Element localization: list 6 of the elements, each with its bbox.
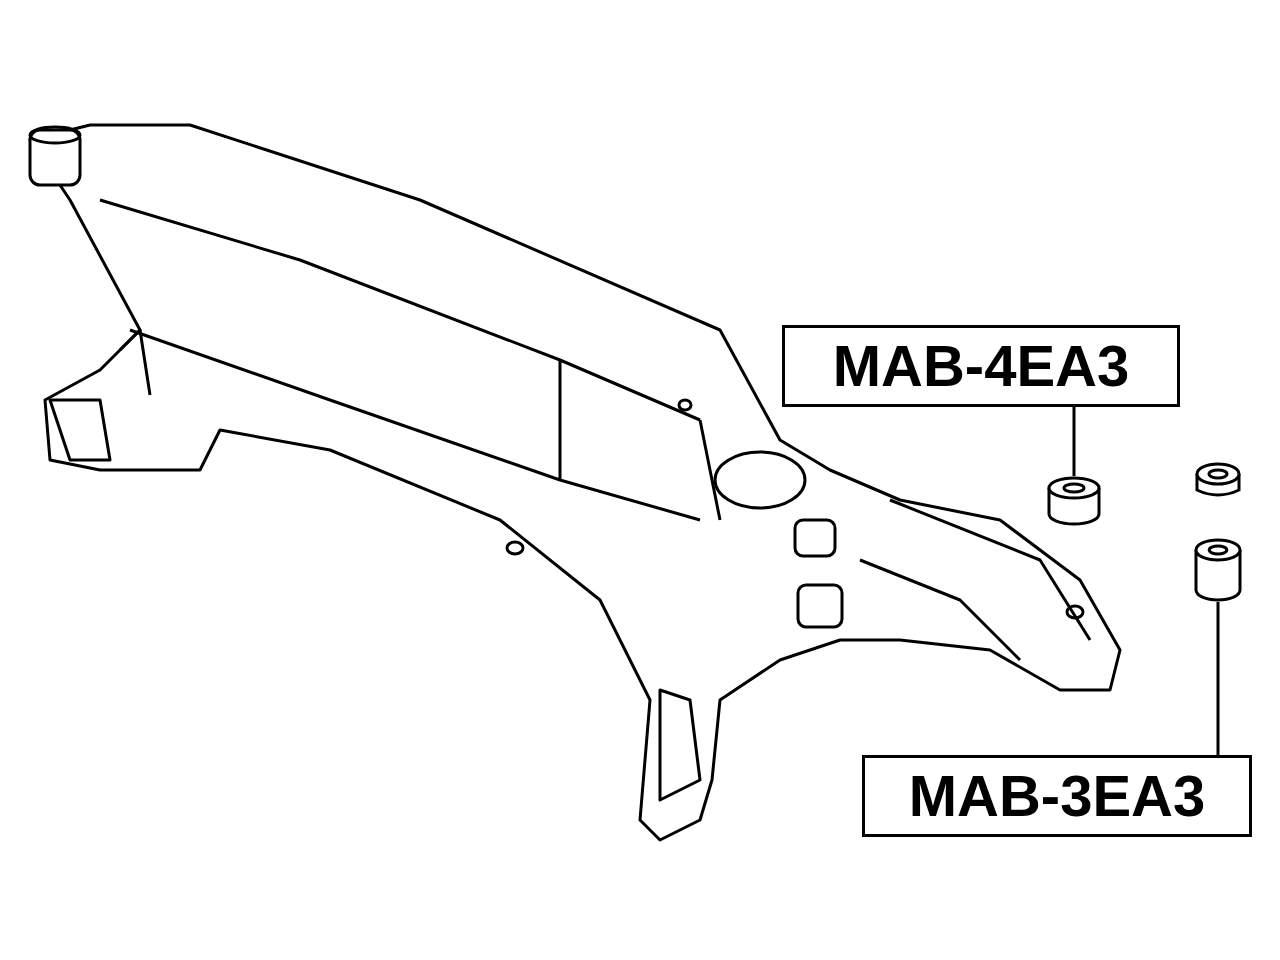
leader-line bbox=[1216, 602, 1220, 755]
leader-line bbox=[1072, 407, 1076, 476]
bushing-drawing bbox=[1046, 476, 1102, 526]
part-number-label: MAB-3EA3 bbox=[862, 755, 1252, 837]
bushing-drawing bbox=[1193, 538, 1243, 602]
part-number-label: MAB-4EA3 bbox=[782, 325, 1180, 407]
